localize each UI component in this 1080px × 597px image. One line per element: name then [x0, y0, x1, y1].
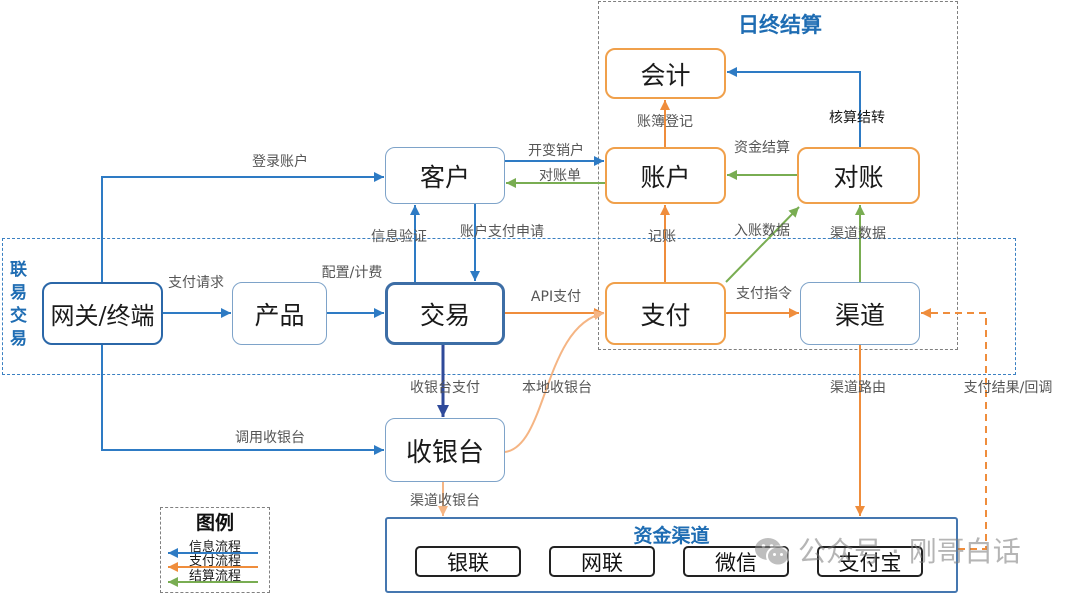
arrow-accounting-transfer	[727, 67, 861, 147]
fund-channels-title: 资金渠道	[633, 525, 710, 547]
edge-label-call-cashier: 调用收银台	[235, 430, 305, 446]
node-gateway: 网关/终端	[42, 282, 163, 345]
fund-channel-wechat: 微信	[683, 546, 789, 577]
fund-channel-alipay: 支付宝	[817, 546, 923, 577]
fund-channels-box: 资金渠道 银联 网联 微信 支付宝	[385, 517, 958, 593]
edge-label-account-pay-request: 账户支付申请	[460, 224, 544, 240]
edge-label-bookkeeping: 记账	[648, 229, 676, 245]
arrow-local-cashier	[504, 310, 605, 453]
legend-title: 图例	[195, 512, 234, 534]
edge-label-posting-data: 入账数据	[734, 223, 790, 239]
legend-settlement-label: 结算流程	[189, 569, 242, 584]
legend-payment-label: 支付流程	[189, 554, 242, 569]
node-transaction: 交易	[385, 282, 505, 345]
edge-label-pay-request: 支付请求	[168, 275, 224, 291]
edge-label-ledger-entry: 账簿登记	[637, 114, 693, 130]
edge-label-config-billing: 配置/计费	[321, 265, 383, 281]
legend-info-label: 信息流程	[189, 540, 242, 555]
edge-label-accounting-transfer: 核算结转	[829, 110, 885, 126]
fund-channel-netsunion: 网联	[549, 546, 655, 577]
node-accounting: 会计	[605, 48, 726, 99]
edge-label-api-pay: API支付	[530, 289, 582, 305]
edge-label-fund-settlement: 资金结算	[734, 140, 790, 156]
node-customer: 客户	[385, 147, 505, 204]
edge-label-channel-routing: 渠道路由	[830, 380, 886, 396]
edge-label-channel-data: 渠道数据	[830, 226, 886, 242]
edge-label-pay-instruction: 支付指令	[736, 286, 792, 302]
node-payment: 支付	[605, 282, 726, 345]
edge-label-open-account: 开变销户	[528, 143, 584, 159]
edge-label-channel-cashier: 渠道收银台	[410, 493, 480, 509]
online-zone-title: 联易交易	[10, 260, 27, 349]
node-account: 账户	[605, 147, 726, 204]
node-channel: 渠道	[800, 282, 920, 345]
edge-label-local-cashier: 本地收银台	[522, 380, 592, 396]
legend-arrows	[168, 548, 258, 587]
arrow-login	[101, 172, 384, 282]
node-cashier: 收银台	[385, 418, 505, 482]
settlement-zone	[598, 1, 958, 350]
arrow-pay-result	[921, 308, 987, 550]
edge-label-login: 登录账户	[252, 154, 308, 170]
online-transaction-zone	[2, 238, 1016, 375]
edge-label-cashier-pay: 收银台支付	[410, 380, 480, 396]
edge-label-statement: 对账单	[539, 168, 581, 184]
node-reconciliation: 对账	[797, 147, 920, 204]
node-product: 产品	[232, 282, 327, 345]
arrow-posting-data	[725, 206, 800, 283]
arrow-call-cashier	[101, 345, 384, 455]
fund-channel-unionpay: 银联	[415, 546, 521, 577]
edge-label-pay-result: 支付结果/回调	[963, 380, 1053, 396]
settlement-zone-title: 日终结算	[738, 13, 822, 37]
edge-label-info-verify: 信息验证	[371, 229, 427, 245]
legend: 图例 信息流程 支付流程 结算流程	[160, 507, 270, 593]
